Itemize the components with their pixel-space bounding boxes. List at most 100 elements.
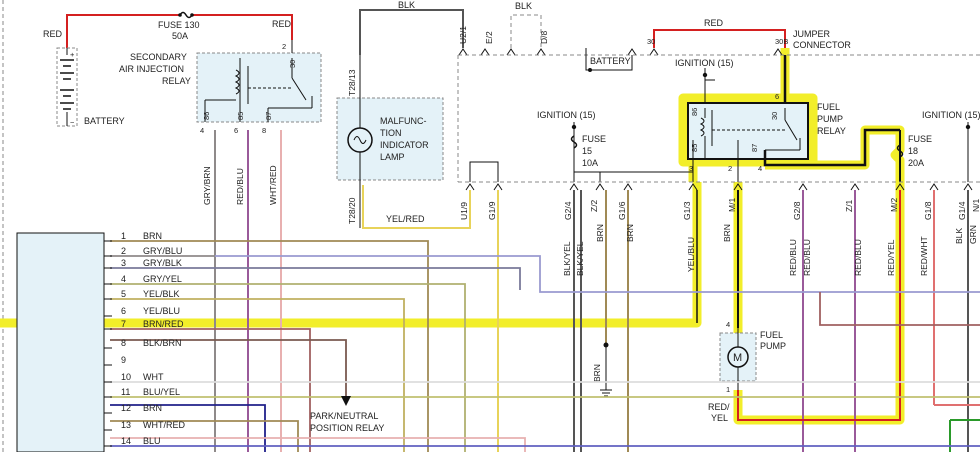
- fpr-pin-4: 4: [758, 164, 762, 173]
- sai-pin-4: 4: [200, 126, 204, 135]
- vlabel-yel-blu: YEL/BLU: [686, 237, 696, 272]
- splice-z-1: Z/1: [844, 199, 854, 212]
- fpr-pin-6: 6: [775, 92, 779, 101]
- vlabel-red-blu-2: RED/BLU: [802, 239, 812, 276]
- battery-feed-wire: [66, 14, 293, 48]
- ignition-right-label: IGNITION (15): [922, 110, 980, 120]
- splice-n-1: N/1: [971, 199, 980, 213]
- connector-pin-wire-label: BLK/BRN: [143, 338, 182, 348]
- fpr-pin-85: 85: [690, 144, 699, 152]
- ground-icon: [600, 389, 612, 397]
- label-gry-brn: GRY/BRN: [202, 166, 212, 205]
- vlabel-brn-c: BRN: [722, 224, 732, 242]
- ignition-left-label: IGNITION (15): [537, 110, 596, 120]
- battery-plus: +: [70, 50, 75, 59]
- fpr-pin-2: 2: [728, 164, 732, 173]
- splice-connectors-top: [458, 48, 783, 56]
- connector-pin-wire-label: BLU: [143, 436, 161, 446]
- splice-blk-top: BLK: [515, 1, 532, 11]
- connector-pin-wire-label: BRN/RED: [143, 319, 184, 329]
- battery-minus: −: [70, 118, 75, 127]
- vlabel-brn-ground: BRN: [592, 364, 602, 382]
- splice-connectors-bottom: [465, 183, 973, 191]
- fuel-pump-motor-icon: [727, 346, 749, 368]
- connector-pin-number: 13: [121, 420, 131, 430]
- fpr-pin-3: 3: [689, 164, 693, 173]
- connector-pin-number: 5: [121, 289, 126, 299]
- fuse-130-rating: 50A: [172, 31, 188, 41]
- fpr-pin-30: 30: [770, 112, 779, 120]
- battery-right-node: [588, 68, 592, 72]
- vlabel-brn-b: BRN: [625, 224, 635, 242]
- vlabel-grn: GRN: [968, 225, 978, 244]
- vlabel-brn-a: BRN: [595, 224, 605, 242]
- connector-pin-number: 2: [121, 246, 126, 256]
- sai-pin-2: 2: [282, 42, 286, 51]
- connector-pin-number: 6: [121, 306, 126, 316]
- wire-red-30b: [653, 29, 786, 48]
- sai-pin-30: 30: [288, 60, 297, 68]
- connector-pin-wire-label: BRN: [143, 403, 162, 413]
- mil-bottom-wire: YEL/RED: [386, 214, 425, 224]
- fuse-130-name: FUSE 130: [158, 20, 200, 30]
- fpr-title-3: RELAY: [817, 126, 846, 136]
- ignition-left-node: [571, 124, 577, 130]
- vlabel-blk-yel-1: BLK/YEL: [562, 241, 572, 276]
- vlabel-red-wht: RED/WHT: [919, 236, 929, 276]
- mil-lamp-filament: [353, 136, 367, 144]
- fuel-pump-wire-below-2: YEL: [711, 413, 728, 423]
- mil-title-3: INDICATOR: [380, 140, 429, 150]
- ignition-top-label: IGNITION (15): [675, 58, 734, 68]
- fpr-pin-86: 86: [690, 108, 699, 116]
- fuse-15-line-1: FUSE: [582, 134, 606, 144]
- connector-pin-number: 7: [121, 319, 126, 329]
- mil-top-connector: T28/13: [347, 69, 357, 96]
- fuse-15-line-2: 15: [582, 146, 592, 156]
- connector-pin-number: 14: [121, 436, 131, 446]
- fuse-15-line-3: 10A: [582, 158, 598, 168]
- fuse130-wire-label: RED: [272, 19, 292, 29]
- jumper-label-1: JUMPER: [793, 29, 831, 39]
- vlabel-red-yel: RED/YEL: [886, 239, 896, 276]
- vlabel-red-blu-1: RED/BLU: [788, 239, 798, 276]
- pnp-relay-arrow: [341, 396, 351, 406]
- splice-g1-8: G1/8: [923, 201, 933, 220]
- fpr-title-2: PUMP: [817, 114, 843, 124]
- fuel-pump-pin-bottom: 1: [726, 385, 730, 394]
- connector-pin-wire-label: GRY/BLK: [143, 258, 182, 268]
- sai-pin-6: 6: [234, 126, 238, 135]
- d8-dashed-jumper: [510, 14, 542, 48]
- battery-wire-label: RED: [43, 29, 63, 39]
- pnp-relay-label-1: PARK/NEUTRAL: [310, 411, 378, 421]
- wire-red-yel-pump: [737, 190, 901, 421]
- ignition-top-node: [702, 72, 708, 78]
- label-wht-red-sai: WHT/RED: [268, 165, 278, 205]
- connector-pin-wire-label: YEL/BLK: [143, 289, 180, 299]
- splice-g1-3: G1/3: [682, 201, 692, 220]
- connector-pin-number: 10: [121, 372, 131, 382]
- fuel-pump-label-1: FUEL: [760, 330, 783, 340]
- ignition-right-node: [965, 124, 971, 130]
- fpr-pin-87: 87: [750, 144, 759, 152]
- connector-pin-number: 1: [121, 231, 126, 241]
- fuse-130-symbol: [178, 11, 194, 19]
- pin-30b-right: 30B: [775, 37, 788, 46]
- connector-pin-number: 9: [121, 355, 126, 365]
- sai-relay-title-2: AIR INJECTION: [119, 64, 184, 74]
- red-label-right: RED: [704, 18, 724, 28]
- fuse-18-line-3: 20A: [908, 158, 924, 168]
- sai-pin-87: 87: [264, 112, 273, 120]
- connector-pin-number: 3: [121, 258, 126, 268]
- splice-u1-9: U1/9: [459, 202, 469, 220]
- connector-pin-wire-label: GRY/BLU: [143, 246, 182, 256]
- vlabel-blk: BLK: [954, 228, 964, 244]
- wire-battery-right: [585, 48, 633, 71]
- connector-wires: [110, 240, 980, 452]
- u1-g1-bridge: [469, 161, 499, 182]
- pnp-relay-label-2: POSITION RELAY: [310, 423, 384, 433]
- splice-g2-4: G2/4: [563, 201, 573, 220]
- ecu-connector-block: [16, 232, 105, 452]
- vlabel-blk-yel-2: BLK/YEL: [575, 241, 585, 276]
